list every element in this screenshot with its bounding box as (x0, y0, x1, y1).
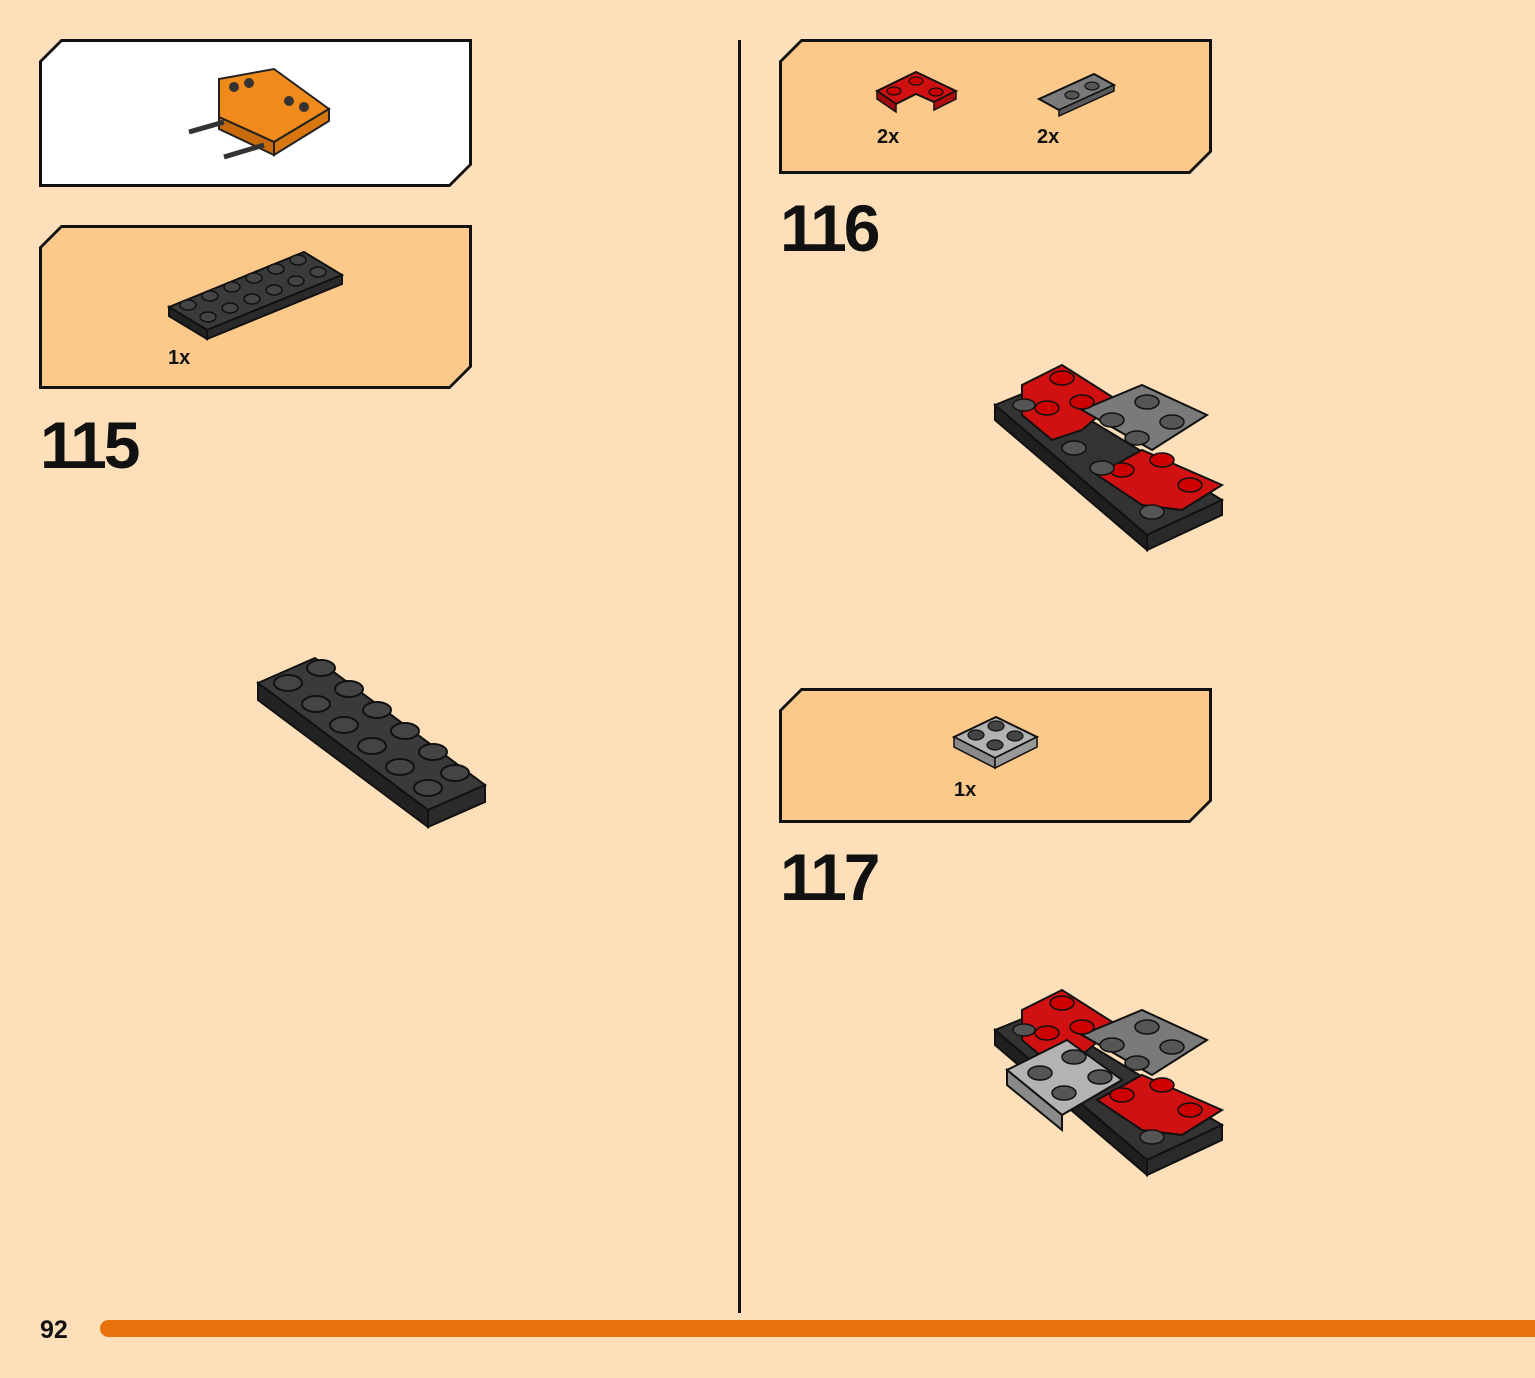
step-116-model-assembly (993, 363, 1225, 553)
page-number: 92 (40, 1316, 68, 1344)
step-number: 115 (40, 408, 140, 482)
orange-vehicle-submodel-icon (188, 67, 331, 160)
submodel-callout (39, 39, 472, 187)
part-qty: 1x (168, 347, 191, 369)
step-number: 117 (780, 840, 880, 914)
light-gray-plate-2x2-icon (951, 715, 1040, 770)
step-117-parts-callout: 1x (779, 688, 1212, 823)
gray-clip-plate-icon (1036, 72, 1117, 118)
step-115-model-black-plate (256, 656, 487, 829)
step-number: 116 (780, 191, 880, 265)
progress-bar (100, 1320, 1535, 1337)
column-divider (738, 40, 741, 1313)
part-qty: 1x (954, 779, 977, 801)
part-qty: 2x (1037, 126, 1060, 148)
step-116-parts-callout: 2x 2x (779, 39, 1212, 174)
red-corner-plate-icon (875, 70, 959, 114)
step-117-model-assembly (993, 988, 1225, 1178)
step-115-parts-callout: 1x (39, 225, 472, 389)
black-plate-2x6-icon (166, 250, 345, 341)
part-qty: 2x (877, 126, 900, 148)
